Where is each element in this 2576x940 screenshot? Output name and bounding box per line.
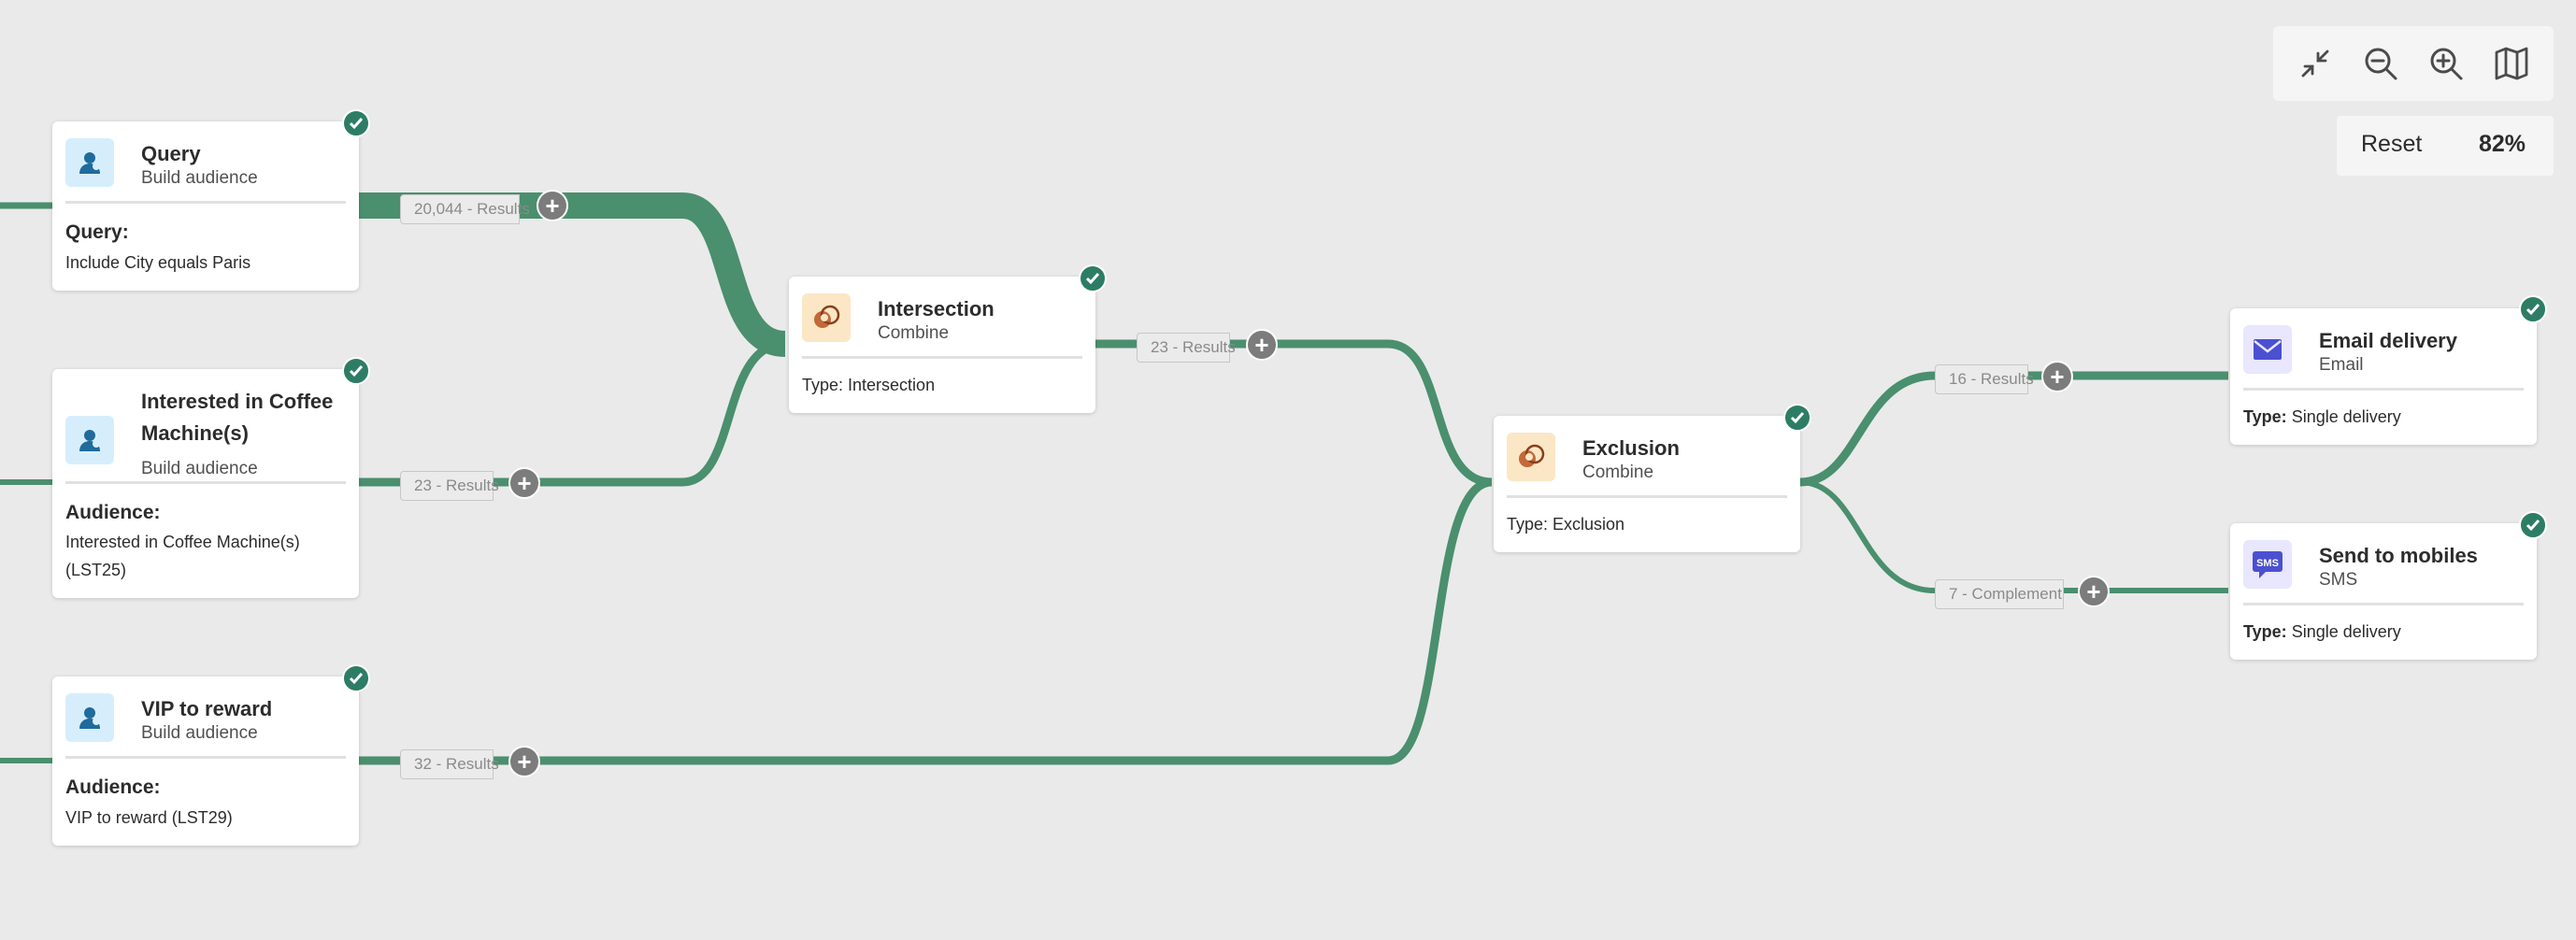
divider bbox=[1507, 495, 1787, 498]
divider bbox=[65, 756, 346, 759]
node-detail-heading: Audience: bbox=[65, 502, 161, 523]
zoom-out-icon[interactable] bbox=[2357, 40, 2404, 87]
completed-check-icon bbox=[342, 109, 370, 137]
node-subtitle: Combine bbox=[1582, 463, 1654, 482]
link-vip-exclusion bbox=[359, 477, 1493, 765]
audience-icon bbox=[65, 416, 114, 464]
add-activity-button[interactable]: + bbox=[508, 746, 540, 777]
type-label: Type: bbox=[2243, 622, 2287, 641]
divider bbox=[65, 481, 346, 484]
node-title: VIP to reward bbox=[141, 697, 273, 720]
transition-label-exclusion-results: 16 - Results bbox=[1935, 364, 2034, 394]
add-activity-button[interactable]: + bbox=[2041, 361, 2073, 392]
node-detail: Include City equals Paris bbox=[65, 253, 251, 272]
completed-check-icon bbox=[1783, 404, 1811, 432]
node-subtitle: Build audience bbox=[141, 168, 258, 188]
combine-icon bbox=[1507, 433, 1555, 481]
audience-icon bbox=[65, 693, 114, 742]
node-title: Send to mobiles bbox=[2319, 544, 2478, 567]
divider bbox=[65, 201, 346, 204]
zoom-in-icon[interactable] bbox=[2423, 40, 2469, 87]
activity-node-exclusion[interactable]: Exclusion Combine Type: Exclusion bbox=[1494, 416, 1800, 552]
completed-check-icon bbox=[342, 357, 370, 385]
node-detail: Type: Single delivery bbox=[2243, 407, 2401, 427]
node-title: Email delivery bbox=[2319, 329, 2457, 352]
node-detail: Type: Exclusion bbox=[1507, 515, 1625, 534]
node-detail: Type: Intersection bbox=[802, 376, 936, 394]
add-activity-button[interactable]: + bbox=[2078, 576, 2110, 607]
type-value: Single delivery bbox=[2291, 622, 2401, 641]
activity-node-intersection[interactable]: Intersection Combine Type: Intersection bbox=[789, 277, 1095, 413]
email-icon bbox=[2243, 325, 2292, 374]
node-detail-heading: Query: bbox=[65, 221, 129, 243]
collapse-icon[interactable] bbox=[2292, 40, 2339, 87]
node-subtitle: Build audience bbox=[141, 723, 258, 743]
canvas-toolbar bbox=[2273, 26, 2554, 101]
link-intersection-exclusion bbox=[1095, 339, 1493, 487]
transition-label-exclusion-complement: 7 - Complement bbox=[1935, 579, 2064, 609]
activity-node-sms[interactable]: SMS Send to mobiles SMS Type: Single del… bbox=[2230, 523, 2537, 660]
node-subtitle: Email bbox=[2319, 355, 2364, 375]
completed-check-icon bbox=[2519, 295, 2547, 323]
node-detail: Type: Single delivery bbox=[2243, 622, 2401, 642]
link-exclusion-email bbox=[1799, 371, 2228, 487]
node-title: Interested in Coffee Machine(s) bbox=[141, 390, 334, 445]
link-coffee-intersection bbox=[359, 339, 786, 487]
transition-label-intersection: 23 - Results bbox=[1137, 333, 1236, 363]
completed-check-icon bbox=[1079, 264, 1107, 292]
sms-icon: SMS bbox=[2243, 540, 2292, 589]
divider bbox=[802, 356, 1082, 359]
node-detail: VIP to reward (LST29) bbox=[65, 808, 233, 827]
combine-icon bbox=[802, 293, 851, 342]
activity-node-email[interactable]: Email delivery Email Type: Single delive… bbox=[2230, 308, 2537, 445]
type-value: Single delivery bbox=[2291, 407, 2401, 426]
minimap-icon[interactable] bbox=[2488, 40, 2535, 87]
activity-node-vip[interactable]: VIP to reward Build audience Audience: V… bbox=[52, 677, 359, 846]
completed-check-icon bbox=[2519, 511, 2547, 539]
transition-label-vip: 32 - Results bbox=[400, 749, 499, 779]
node-detail: Interested in Coffee Machine(s) (LST25) bbox=[65, 533, 300, 579]
zoom-level: 82% bbox=[2478, 131, 2526, 157]
node-title: Intersection bbox=[878, 297, 995, 320]
sms-icon-text: SMS bbox=[2256, 558, 2279, 569]
node-subtitle: SMS bbox=[2319, 570, 2358, 590]
node-detail-heading: Audience: bbox=[65, 776, 161, 798]
node-title: Query bbox=[141, 142, 201, 165]
node-subtitle: Combine bbox=[878, 323, 950, 343]
divider bbox=[2243, 388, 2524, 391]
add-activity-button[interactable]: + bbox=[508, 467, 540, 499]
add-activity-button[interactable]: + bbox=[1246, 329, 1278, 361]
transition-label-query: 20,044 - Results bbox=[400, 194, 530, 224]
transition-label-coffee: 23 - Results bbox=[400, 471, 499, 501]
link-exclusion-sms bbox=[1799, 479, 2228, 593]
zoom-controls: Reset 82% bbox=[2337, 116, 2554, 176]
node-subtitle: Build audience bbox=[141, 459, 258, 478]
completed-check-icon bbox=[342, 664, 370, 692]
reset-button[interactable]: Reset bbox=[2361, 131, 2423, 157]
link-query-intersection bbox=[359, 192, 787, 357]
add-activity-button[interactable]: + bbox=[537, 190, 568, 221]
activity-node-coffee[interactable]: Interested in Coffee Machine(s) Build au… bbox=[52, 369, 359, 598]
divider bbox=[2243, 603, 2524, 605]
node-title: Exclusion bbox=[1582, 436, 1680, 460]
type-label: Type: bbox=[2243, 407, 2287, 426]
audience-icon bbox=[65, 138, 114, 187]
activity-node-query[interactable]: Query Build audience Query: Include City… bbox=[52, 121, 359, 291]
